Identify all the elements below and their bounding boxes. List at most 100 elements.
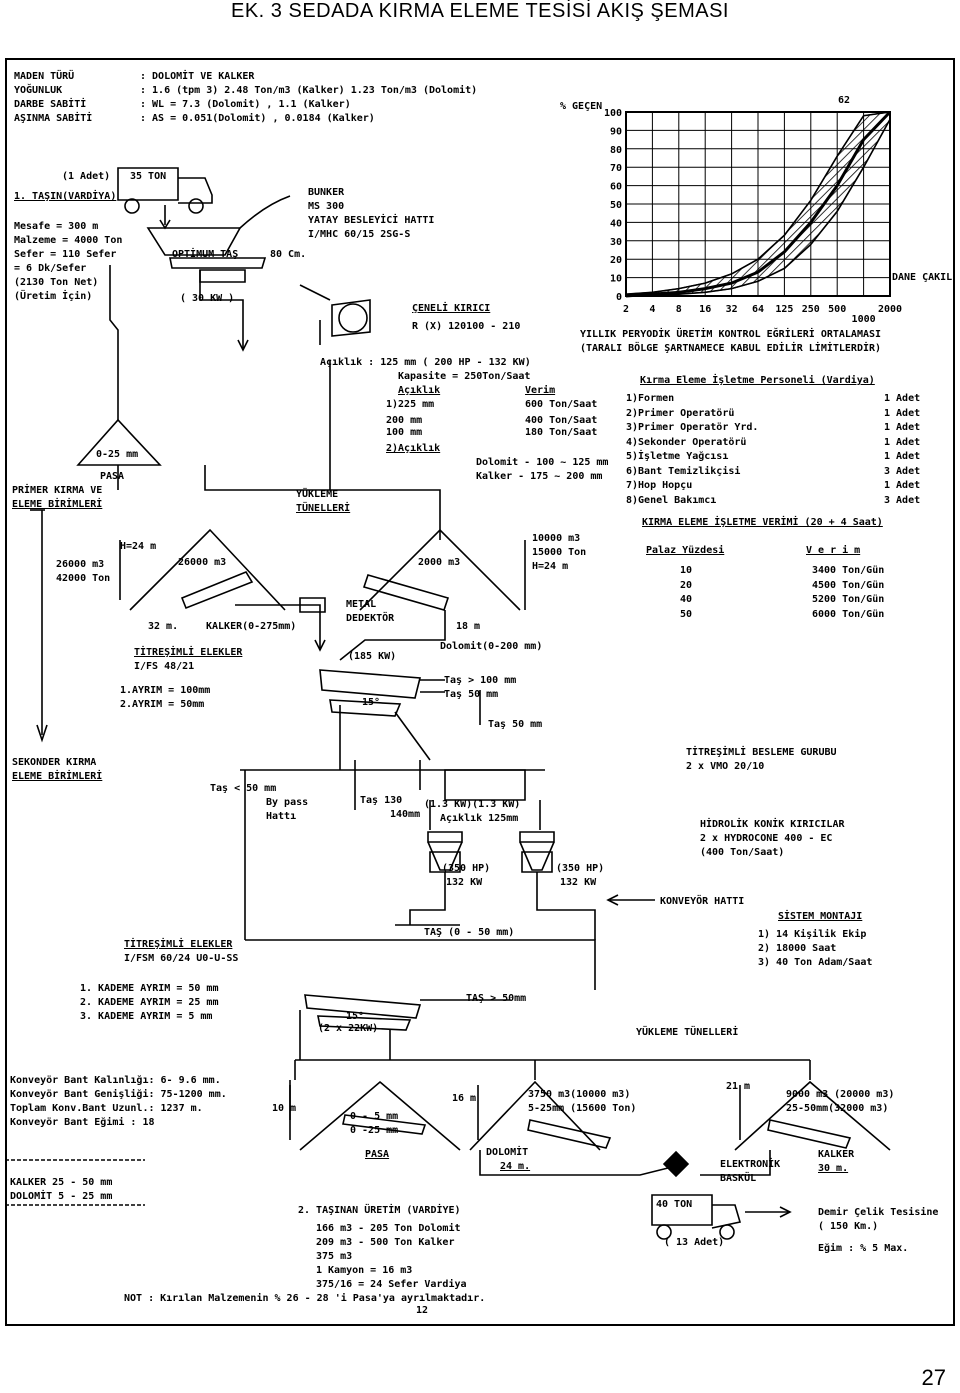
height-24: H=24 m — [120, 541, 157, 552]
chart-y-tick: 100 — [604, 108, 622, 119]
crusher-row: 1)225 mm — [386, 399, 435, 410]
chart-top-value: 62 — [838, 95, 851, 106]
chart-caption-1: YILLIK PERYODİK ÜRETİM KONTROL EĞRİLERİ … — [580, 329, 882, 340]
kalker-dim: KALKER 30 m. — [818, 1149, 855, 1174]
primary-label-1: PRİMER KIRMA VE — [12, 485, 103, 496]
screens1-title: TİTREŞİMLİ ELEKLER — [134, 647, 243, 658]
cone-aciklik: Açıklık 125mm — [440, 813, 519, 824]
header-value: : AS = 0.051(Dolomit) , 0.0184 (Kalker) — [140, 113, 375, 124]
vibrating-screen-2-icon — [304, 994, 422, 1031]
truck2-capacity: 40 TON — [656, 1199, 693, 1210]
cone-crusher-1-icon — [427, 831, 463, 873]
page-title: EK. 3 SEDADA KIRMA ELEME TESİSİ AKIŞ ŞEM… — [231, 0, 729, 22]
dim-right: 18 m — [456, 621, 481, 632]
tas-0-50: TAŞ (0 - 50 mm) — [424, 927, 515, 938]
crusher-model: R (X) 120100 - 210 — [412, 321, 521, 332]
right-stock: 10000 m3 15000 Ton H=24 m — [532, 533, 587, 572]
transport2-title: 2. TAŞINAN ÜRETİM (VARDİYE) — [298, 1205, 461, 1216]
dump-truck-2-icon — [651, 1194, 742, 1240]
crusher-row-value: 180 Ton/Saat — [525, 427, 598, 438]
truck-capacity: 35 TON — [130, 171, 167, 182]
screens1-tas1: Taş > 100 mm — [444, 675, 517, 686]
note: NOT : Kırılan Malzemenin % 26 - 28 'i Pa… — [124, 1293, 486, 1304]
crusher-row-value: 400 Ton/Saat — [525, 415, 598, 426]
truck-count: (1 Adet) — [62, 171, 111, 182]
capacity-1: 26000 m3 — [56, 559, 105, 570]
chart-x-tick: 500 — [828, 304, 846, 315]
screens2-title: TİTREŞİMLİ ELEKLER — [124, 939, 233, 950]
screens2-tas50: TAŞ > 50mm — [466, 993, 527, 1004]
transport-line: Sefer = 110 Sefer — [14, 249, 117, 260]
crusher-col-aciklik: Açıklık — [398, 385, 441, 396]
chart-y-tick: 30 — [610, 237, 622, 248]
cone-kw: (1.3 KW)(1.3 KW) — [424, 799, 521, 810]
pile-right-cap: 2000 m3 — [418, 557, 461, 568]
screens1-lines: 1.AYRIM = 100mm 2.AYRIM = 50mm — [120, 685, 211, 710]
kalker-stockpile-icon — [129, 528, 286, 611]
staff-title: Kırma Eleme İşletme Personeli (Vardiya) — [640, 375, 875, 386]
chart-y-title: % GEÇEN — [560, 101, 603, 112]
header-block: MADEN TÜRÜ: DOLOMİT VE KALKER YOĞUNLUK: … — [14, 70, 477, 126]
capacity-2: 42000 Ton — [56, 573, 111, 584]
chart-y-tick: 80 — [610, 145, 622, 156]
header-value: : 1.6 (tpm 3) 2.48 Ton/m3 (Kalker) 1.23 … — [140, 85, 478, 96]
dim-left: 32 m. — [148, 621, 179, 632]
header-label: AŞINMA SABİTİ — [14, 113, 93, 124]
chart-caption-2: (TARALI BÖLGE ŞARTNAMECE KABUL EDİLİR Lİ… — [580, 343, 882, 354]
pasa-sizes: 0 - 5 mm 0 -25 mm — [350, 1111, 399, 1136]
transport-heading: 1. TAŞIN(VARDİYA) — [14, 191, 117, 202]
chart-x-tick: 125 — [775, 304, 793, 315]
conveyor-info: Konveyör Bant Kalınlığı: 6- 9.6 mm. Konv… — [10, 1075, 227, 1128]
crusher-col-verim: Verim — [525, 385, 556, 396]
bunker-power: ( 30 KW ) — [180, 293, 235, 304]
primary-label-2: ELEME BİRİMLERİ — [12, 499, 103, 510]
header-value: : DOLOMİT VE KALKER — [140, 71, 255, 82]
crusher-dolomit: Dolomit - 100 ~ 125 mm — [476, 457, 609, 468]
crusher-specs: Açıklık : 125 mm ( 200 HP - 132 KW) Kapa… — [320, 357, 531, 382]
optimum-size: 80 Cm. — [270, 249, 307, 260]
height-10: 10 m — [272, 1103, 297, 1114]
secondary-title: SEKONDER KIRMA ELEME BİRİMLERİ — [12, 757, 103, 782]
chart-y-tick: 10 — [610, 274, 622, 285]
legend-bottom: KALKER 25 - 50 mm DOLOMİT 5 - 25 mm — [10, 1177, 113, 1202]
crusher-row-value: 600 Ton/Saat — [525, 399, 598, 410]
tas140: 140mm — [390, 809, 421, 820]
chart-x-tick: 16 — [699, 304, 711, 315]
dolomit-stockpile-icon — [359, 528, 521, 611]
cone2-hp: (350 HP) — [556, 863, 605, 874]
chart-y-tick: 50 — [610, 200, 622, 211]
system-title: SİSTEM MONTAJI — [778, 911, 863, 922]
crusher-aciklik2: 2)Açıklık — [386, 443, 441, 454]
metal-detector-label: METAL DEDEKTÖR — [346, 599, 395, 624]
vibrating-screen-1-icon — [319, 669, 422, 717]
pile-left-cap: 26000 m3 — [178, 557, 227, 568]
screens1-angle: 15° — [362, 697, 381, 708]
chart-series-line — [625, 110, 892, 298]
bottom-pasa-label: PASA — [365, 1149, 390, 1160]
cone-label: HİDROLİK KONİK KIRICILAR 2 x HYDROCONE 4… — [700, 819, 845, 858]
crusher-row: 200 mm — [386, 415, 423, 426]
chart-y-tick: 40 — [610, 218, 622, 229]
inner-page-number: 12 — [416, 1305, 429, 1316]
transport-line: Mesafe = 300 m — [14, 221, 99, 232]
chart-series-line — [626, 118, 891, 297]
chart-y-tick: 20 — [610, 255, 622, 266]
crusher-title: ÇENELİ KIRICI — [412, 303, 491, 314]
crusher-row: 100 mm — [386, 427, 423, 438]
yield-title: KIRMA ELEME İŞLETME VERİMİ (20 + 4 Saat) — [642, 517, 883, 528]
truck2-count: ( 13 Adet) — [664, 1237, 725, 1248]
screens2-kw: (2 x 22KW) — [318, 1023, 379, 1034]
loading-tunnels: YÜKLEME TÜNELLERİ — [296, 489, 351, 514]
header-label: MADEN TÜRÜ — [14, 71, 75, 82]
page-number: 27 — [921, 1365, 946, 1390]
kalker-range: KALKER(0-275mm) — [206, 621, 297, 632]
dump-truck-icon — [117, 167, 213, 214]
screens1-tas2: Taş 50 mm — [444, 689, 499, 700]
pasa-pile-icon — [299, 1080, 461, 1151]
metal-detector-icon — [299, 597, 326, 613]
chart-y-tick: 90 — [610, 126, 622, 137]
